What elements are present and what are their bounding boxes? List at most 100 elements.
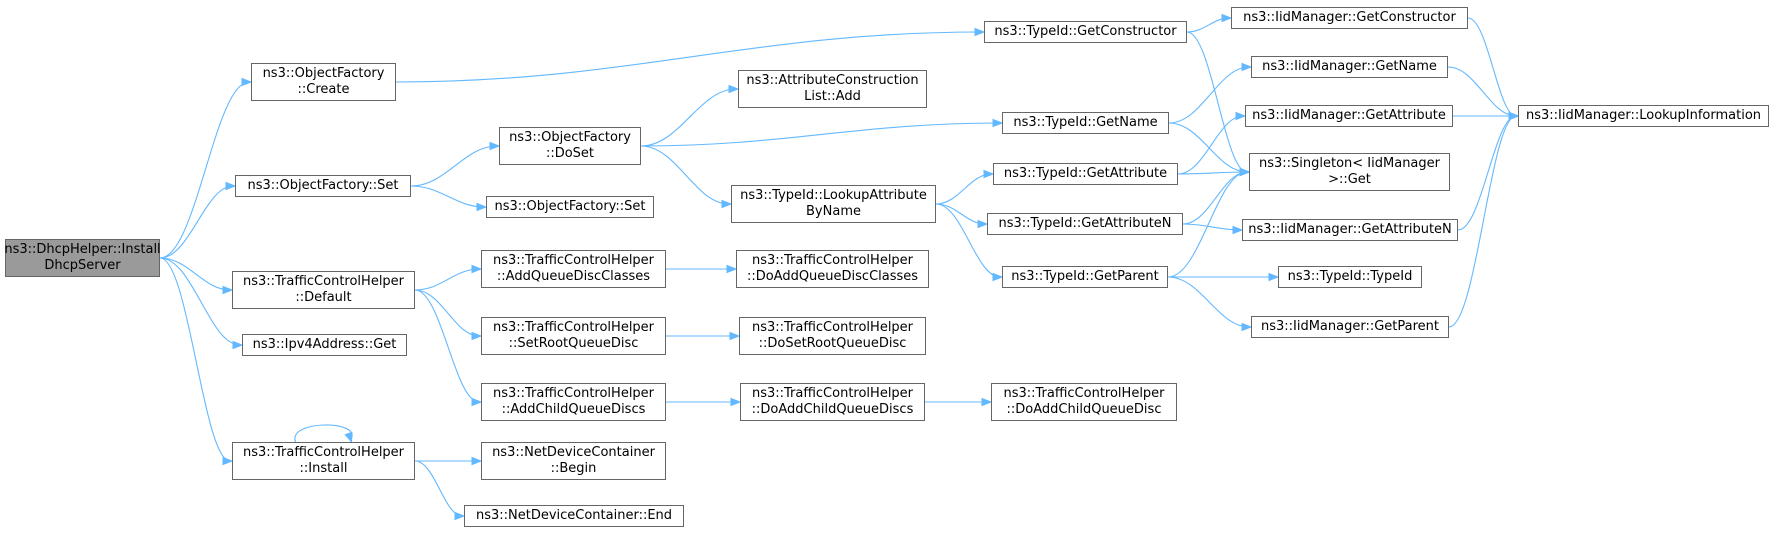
graph-node-tidGetAttrN[interactable]: ns3::TypeId::GetAttributeN — [987, 213, 1183, 235]
graph-node-tidGetCtor[interactable]: ns3::TypeId::GetConstructor — [984, 21, 1187, 43]
graph-node-tchAddChild[interactable]: ns3::TrafficControlHelper::AddChildQueue… — [481, 383, 666, 421]
graph-node-label: ns3::NetDeviceContainer::End — [475, 508, 673, 523]
edge-tidGetName-to-iidGetName — [1168, 66, 1250, 124]
graph-node-iidGetAttrN[interactable]: ns3::IidManager::GetAttributeN — [1242, 219, 1458, 241]
edge-arrowhead — [489, 141, 501, 151]
edge-tchDefault-to-tchAddChild — [414, 289, 480, 403]
graph-node-label: ns3::TypeId::GetParent — [1011, 269, 1159, 284]
graph-node-label: ns3::Singleton< IidManager — [1258, 156, 1440, 171]
graph-node-label: ns3::NetDeviceContainer — [492, 445, 655, 460]
edge-arrowhead — [1232, 225, 1244, 235]
graph-node-iidGetName[interactable]: ns3::IidManager::GetName — [1251, 56, 1448, 78]
graph-node-label: ns3::DhcpHelper::Install — [4, 242, 161, 257]
graph-node-tchInstall[interactable]: ns3::TrafficControlHelper::Install — [232, 442, 415, 480]
graph-node-label: ns3::TrafficControlHelper — [492, 320, 655, 335]
graph-node-label: List::Add — [804, 89, 861, 104]
edge-arrowhead — [1241, 322, 1253, 332]
edge-iidGetName-to-iidLookupInfo — [1447, 66, 1517, 117]
graph-node-ndcBegin[interactable]: ns3::NetDeviceContainer::Begin — [481, 442, 666, 480]
edge-iidGetParent-to-iidLookupInfo — [1448, 115, 1517, 328]
edge-arrowhead — [981, 397, 993, 407]
graph-node-ndcEnd[interactable]: ns3::NetDeviceContainer::End — [464, 505, 684, 527]
edge-arrowhead — [1221, 13, 1233, 23]
graph-node-singletonGet[interactable]: ns3::Singleton< IidManager >::Get — [1249, 153, 1450, 191]
edge-ofDoSet-to-aclAdd — [640, 88, 737, 147]
edge-tchInstall-to-tchInstall — [294, 424, 353, 443]
edge-ofSet1-to-ofDoSet — [410, 145, 498, 187]
graph-node-tchDoAddChilds[interactable]: ns3::TrafficControlHelper::DoAddChildQue… — [740, 383, 925, 421]
graph-node-iidGetParent[interactable]: ns3::IidManager::GetParent — [1251, 316, 1449, 338]
graph-node-label: ::DoAddChildQueueDiscs — [751, 402, 914, 417]
graph-node-tidGetName[interactable]: ns3::TypeId::GetName — [1002, 112, 1169, 134]
graph-node-label: ns3::Ipv4Address::Get — [252, 337, 397, 352]
graph-node-iidLookupInfo[interactable]: ns3::IidManager::LookupInformation — [1518, 105, 1769, 127]
edge-ofDoSet-to-tidGetName — [640, 122, 1001, 147]
graph-node-tchDoAddChild[interactable]: ns3::TrafficControlHelper::DoAddChildQue… — [991, 383, 1177, 421]
graph-node-label: ns3::IidManager::GetName — [1262, 59, 1437, 74]
edge-arrowhead — [471, 397, 483, 407]
graph-node-tchDoAddQDC[interactable]: ns3::TrafficControlHelper::DoAddQueueDis… — [736, 250, 929, 288]
graph-node-label: ::Begin — [550, 461, 597, 476]
graph-node-label: ns3::TypeId::GetAttributeN — [998, 216, 1172, 231]
graph-node-label: ns3::TrafficControlHelper — [492, 386, 655, 401]
graph-node-iidGetCtor[interactable]: ns3::IidManager::GetConstructor — [1231, 7, 1468, 29]
graph-node-label: ByName — [806, 204, 861, 219]
graph-node-label: ns3::TrafficControlHelper — [242, 445, 405, 460]
graph-node-label: ns3::IidManager::GetConstructor — [1243, 10, 1456, 25]
graph-node-ofCreate[interactable]: ns3::ObjectFactory::Create — [251, 63, 396, 101]
graph-node-label: ns3::TrafficControlHelper — [492, 253, 655, 268]
edge-tidGetCtor-to-singletonGet — [1186, 31, 1248, 173]
edge-arrowhead — [974, 27, 986, 37]
graph-node-ofSet1[interactable]: ns3::ObjectFactory::Set — [235, 175, 411, 197]
graph-node-label: ::SetRootQueueDisc — [508, 336, 639, 351]
graph-node-label: ns3::TrafficControlHelper — [751, 386, 914, 401]
edge-tchInstall-to-ndcEnd — [414, 460, 463, 517]
graph-node-label: ::AddQueueDiscClasses — [496, 269, 651, 284]
graph-node-label: ns3::TypeId::LookupAttribute — [740, 188, 927, 203]
graph-node-label: ns3::TypeId::TypeId — [1287, 269, 1413, 284]
edge-tidGetAttr-to-singletonGet — [1177, 171, 1248, 175]
graph-node-tchDefault[interactable]: ns3::TrafficControlHelper::Default — [232, 271, 415, 309]
graph-node-label: ns3::IidManager::GetAttributeN — [1248, 222, 1452, 237]
edge-tidGetAttrN-to-singletonGet — [1182, 171, 1248, 225]
graph-node-label: ns3::ObjectFactory::Set — [247, 178, 399, 193]
graph-node-tchSetRoot[interactable]: ns3::TrafficControlHelper::SetRootQueueD… — [481, 317, 666, 355]
edge-root-to-ofSet1 — [159, 185, 234, 259]
edge-arrowhead — [222, 285, 234, 295]
edge-arrowhead — [241, 77, 253, 87]
graph-node-tidGetAttr[interactable]: ns3::TypeId::GetAttribute — [993, 163, 1178, 185]
edge-iidGetAttrN-to-iidLookupInfo — [1457, 115, 1517, 231]
graph-node-label: ::Install — [299, 461, 348, 476]
edge-ofSet1-to-ofSet2 — [410, 185, 485, 208]
edge-arrowhead — [476, 202, 488, 212]
graph-node-iidGetAttr[interactable]: ns3::IidManager::GetAttribute — [1245, 105, 1453, 127]
graph-node-label: ns3::TrafficControlHelper — [1003, 386, 1165, 401]
edge-arrowhead — [471, 264, 483, 274]
graph-node-tidTypeId[interactable]: ns3::TypeId::TypeId — [1278, 266, 1422, 288]
graph-node-label: ns3::TypeId::GetName — [1013, 115, 1158, 130]
edge-iidGetCtor-to-iidLookupInfo — [1467, 17, 1517, 117]
graph-node-label: ns3::ObjectFactory::Set — [494, 199, 646, 214]
edge-tidGetName-to-singletonGet — [1168, 122, 1248, 173]
graph-node-tchDoSetRoot[interactable]: ns3::TrafficControlHelper::DoSetRootQueu… — [739, 317, 926, 355]
graph-node-label: ns3::TypeId::GetConstructor — [994, 24, 1177, 39]
edge-arrowhead — [728, 84, 740, 94]
graph-node-ofSet2[interactable]: ns3::ObjectFactory::Set — [486, 196, 654, 218]
edge-arrowhead — [454, 511, 466, 521]
graph-node-tchAddQDC[interactable]: ns3::TrafficControlHelper::AddQueueDiscC… — [481, 250, 666, 288]
graph-node-label: ns3::AttributeConstruction — [746, 73, 919, 88]
edge-arrowhead — [1508, 111, 1520, 121]
edge-arrowhead — [471, 331, 483, 341]
graph-node-label: ::AddChildQueueDiscs — [501, 402, 646, 417]
graph-node-label: ::DoSet — [545, 146, 595, 161]
graph-node-tidGetParent[interactable]: ns3::TypeId::GetParent — [1002, 266, 1168, 288]
edge-arrowhead — [1268, 272, 1280, 282]
graph-node-ipv4Get[interactable]: ns3::Ipv4Address::Get — [242, 334, 407, 356]
edge-arrowhead — [730, 397, 742, 407]
graph-node-ofDoSet[interactable]: ns3::ObjectFactory::DoSet — [499, 127, 641, 165]
edge-arrowhead — [1241, 62, 1253, 72]
